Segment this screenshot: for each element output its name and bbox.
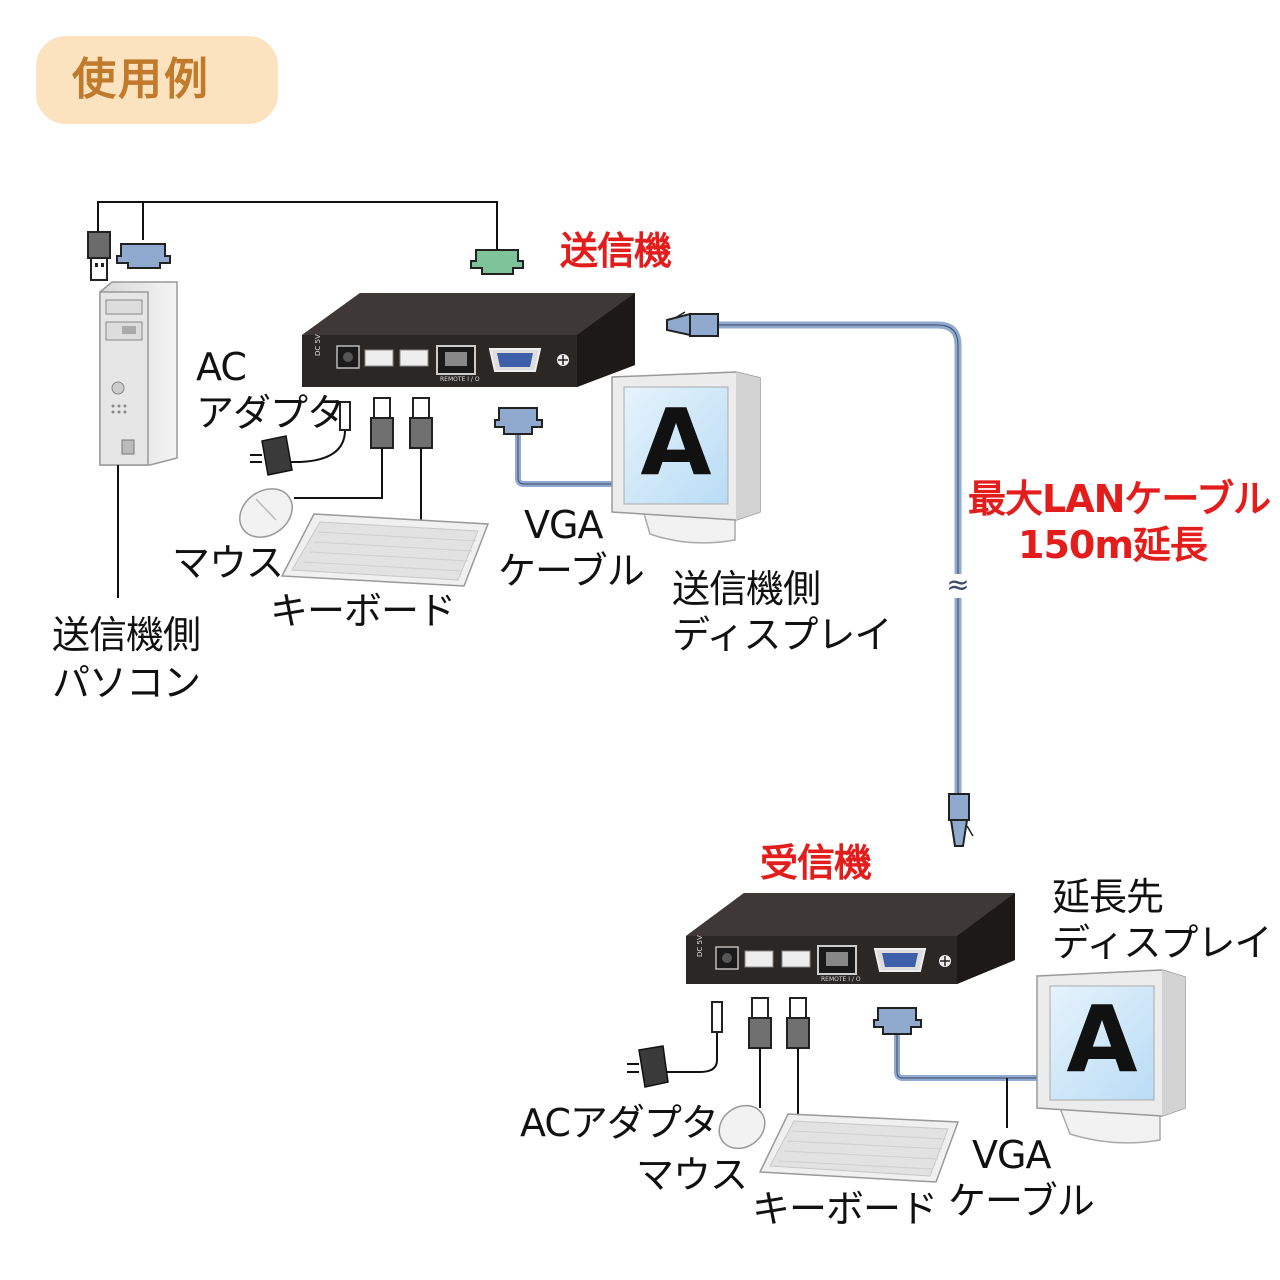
sender-vga-label-1: VGA [524, 503, 603, 547]
receiver-vga-label-2: ケーブル [948, 1179, 1095, 1223]
sender-ports [336, 345, 569, 375]
pc-vga-plug-blue [116, 243, 171, 269]
sender-remote-label: REMOTE I / O [440, 376, 480, 383]
badge-label: 使用例 [72, 54, 210, 105]
sender-keyboard [280, 513, 490, 587]
pc-usb-plug [87, 231, 111, 281]
sender-screen-letter: A [640, 389, 711, 496]
sender-title: 送信機 [560, 229, 672, 273]
sender-keyboard-plug [409, 397, 433, 522]
sender-mouse-label: マウス [172, 541, 284, 585]
lan-label-1: 最大LANケーブル [968, 477, 1271, 521]
receiver-mouse [718, 1104, 766, 1150]
receiver-vga-cable [873, 1007, 1045, 1128]
receiver-screen-letter: A [1066, 986, 1137, 1093]
lan-plug-bottom [948, 793, 974, 847]
receiver-title: 受信機 [760, 841, 872, 885]
sender-display-label-1: 送信機側 [672, 567, 821, 611]
receiver-keyboard-plug [786, 997, 810, 1114]
sender-input-plug-green [470, 249, 524, 275]
receiver-ac-label: ACアダプタ [520, 1101, 719, 1145]
receiver-remote-label: REMOTE I / O [821, 976, 861, 983]
sender-display: A [611, 371, 761, 544]
receiver-vga-label-1: VGA [972, 1133, 1051, 1177]
pc-cable-bracket [97, 201, 498, 250]
receiver-display-label-1: 延長先 [1052, 875, 1164, 919]
sender-pc-label-2: パソコン [52, 661, 201, 705]
receiver-mouse-label: マウス [636, 1153, 748, 1197]
sender-ac-adapter [250, 401, 351, 476]
receiver-ac-adapter [627, 1001, 723, 1088]
lan-label-2: 150m延長 [1018, 523, 1208, 567]
sender-pc-tower [99, 281, 178, 466]
usage-example-badge: 使用例 [36, 36, 278, 124]
lan-cable: ≈ [666, 311, 976, 847]
sender-mouse-plug [294, 397, 394, 499]
receiver-unit: DC 5V REMOTE I / O [686, 893, 1015, 984]
receiver-dc-label: DC 5V [696, 935, 704, 957]
receiver-keyboard-label: キーボード [752, 1187, 938, 1231]
sender-ac-label-2: アダプタ [196, 391, 345, 435]
sender-display-label-2: ディスプレイ [672, 613, 892, 657]
receiver-display: A [1036, 969, 1186, 1144]
sender-ac-label-1: AC [196, 345, 247, 389]
sender-pc-label-1: 送信機側 [52, 613, 201, 657]
sender-dc-label: DC 5V [314, 334, 322, 356]
sender-keyboard-label: キーボード [270, 589, 456, 633]
lan-break-mark: ≈ [946, 568, 969, 601]
receiver-keyboard [758, 1113, 960, 1183]
receiver-display-label-2: ディスプレイ [1052, 921, 1272, 965]
sender-vga-cable [494, 407, 620, 487]
sender-unit: DC 5V REMOTE I / O [302, 293, 635, 387]
sender-mouse [239, 488, 293, 538]
sender-vga-label-2: ケーブル [498, 549, 645, 593]
lan-plug-top [666, 311, 719, 337]
receiver-mouse-plug [748, 997, 772, 1108]
receiver-ports [715, 945, 951, 975]
